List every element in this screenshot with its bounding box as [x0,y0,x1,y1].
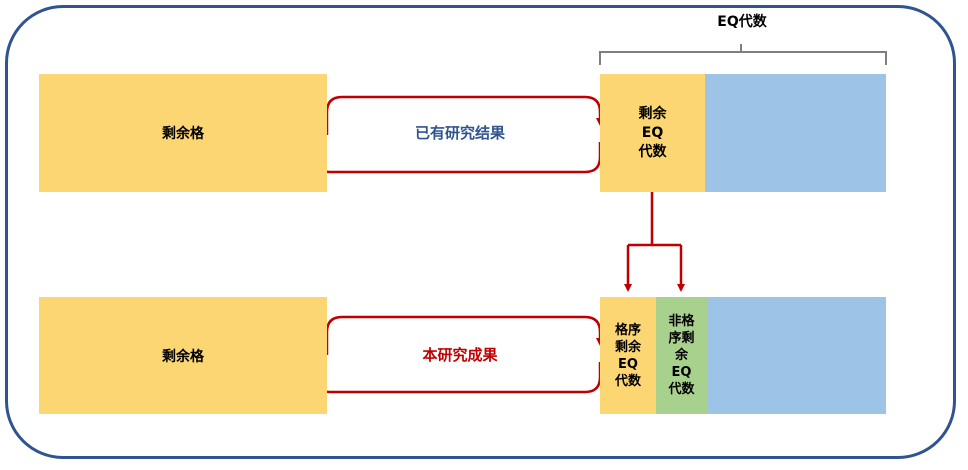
bottom-forward-arrow [325,315,604,355]
bottom-residuated-lattice-box: 剩余格 [39,297,327,414]
bottom-eq-algebra-remainder [707,297,886,414]
top-forward-arrow [325,95,604,135]
eq-algebra-bracket-label: EQ代数 [717,14,767,30]
split-connector [628,192,681,247]
bottom-back-arrow [311,362,602,394]
top-eq-algebra-remainder [705,74,886,192]
lattice-ordered-residuated-eq-algebra-box: 格序 剩余 EQ 代数 [600,297,656,414]
existing-results-label: 已有研究结果 [414,123,505,142]
non-lattice-ordered-residuated-eq-algebra-box: 非格 序剩 余 EQ 代数 [656,297,707,414]
bracket [599,44,887,65]
top-back-arrow [311,142,602,174]
this-study-results-label: 本研究成果 [422,345,498,364]
outer-frame [5,5,956,459]
top-residuated-eq-algebra-box: 剩余 EQ 代数 [600,74,705,192]
top-residuated-lattice-box: 剩余格 [39,74,327,192]
